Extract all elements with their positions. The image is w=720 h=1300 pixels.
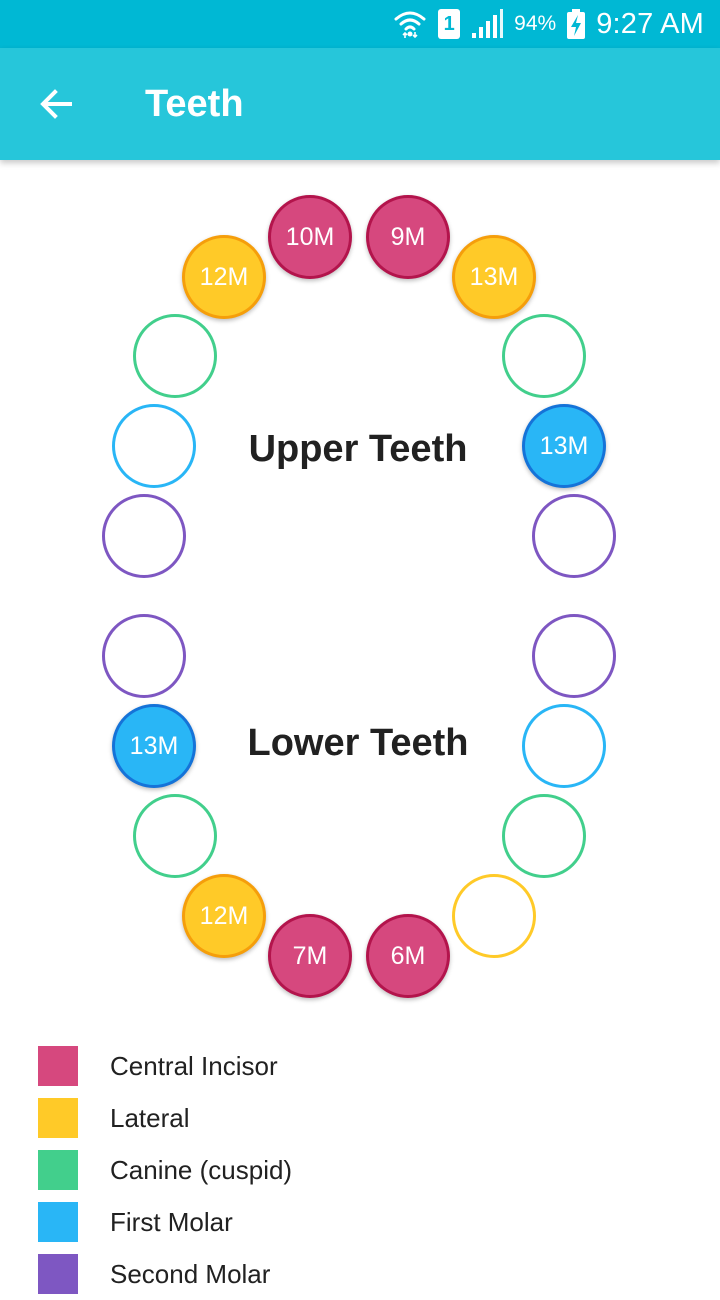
legend-swatch (38, 1150, 78, 1190)
tooth-lower-right-first-molar[interactable]: 13M (112, 704, 196, 788)
tooth-upper-left-lateral[interactable]: 13M (452, 235, 536, 319)
legend-swatch (38, 1202, 78, 1242)
legend-label: Canine (cuspid) (110, 1154, 293, 1185)
tooth-lower-right-second-molar[interactable] (102, 614, 186, 698)
page-title: Teeth (145, 83, 244, 125)
legend-item-second-molar: Second Molar (38, 1248, 292, 1300)
signal-icon (472, 9, 504, 38)
tooth-upper-left-first-molar[interactable]: 13M (522, 404, 606, 488)
tooth-lower-left-lateral[interactable] (452, 874, 536, 958)
tooth-upper-right-central-incisor[interactable]: 10M (268, 195, 352, 279)
legend: Central Incisor Lateral Canine (cuspid) … (38, 1040, 292, 1300)
back-button[interactable] (22, 70, 90, 138)
legend-label: Lateral (110, 1102, 190, 1133)
tooth-lower-left-central-incisor[interactable]: 6M (366, 914, 450, 998)
legend-swatch (38, 1046, 78, 1086)
battery-percent: 94% (514, 12, 557, 35)
tooth-lower-right-lateral[interactable]: 12M (182, 874, 266, 958)
arrow-back-icon (40, 89, 72, 119)
tooth-upper-right-second-molar[interactable] (102, 494, 186, 578)
lower-teeth-label: Lower Teeth (247, 722, 469, 764)
battery-charging-icon (567, 9, 586, 39)
sim-icon: 1 (438, 9, 461, 39)
legend-label: First Molar (110, 1206, 233, 1237)
tooth-lower-left-first-molar[interactable] (522, 704, 606, 788)
legend-swatch (38, 1254, 78, 1294)
legend-label: Second Molar (110, 1258, 271, 1289)
app-bar: Teeth (0, 48, 720, 160)
legend-item-first-molar: First Molar (38, 1196, 292, 1248)
legend-item-central-incisor: Central Incisor (38, 1040, 292, 1092)
tooth-upper-left-central-incisor[interactable]: 9M (366, 195, 450, 279)
tooth-lower-left-canine[interactable] (502, 794, 586, 878)
clock: 9:27 AM (596, 7, 704, 40)
legend-swatch (38, 1098, 78, 1138)
tooth-lower-right-central-incisor[interactable]: 7M (268, 914, 352, 998)
status-icons: 1 94% 9:27 AM (392, 0, 704, 48)
legend-item-canine: Canine (cuspid) (38, 1144, 292, 1196)
status-bar: 1 94% 9:27 AM (0, 0, 720, 48)
tooth-upper-left-second-molar[interactable] (532, 494, 616, 578)
legend-label: Central Incisor (110, 1050, 278, 1081)
legend-item-lateral: Lateral (38, 1092, 292, 1144)
upper-teeth-label: Upper Teeth (248, 428, 468, 470)
tooth-upper-right-first-molar[interactable] (112, 404, 196, 488)
wifi-icon (394, 11, 426, 39)
tooth-upper-right-lateral[interactable]: 12M (182, 235, 266, 319)
tooth-lower-left-second-molar[interactable] (532, 614, 616, 698)
tooth-upper-left-canine[interactable] (502, 314, 586, 398)
tooth-upper-right-canine[interactable] (133, 314, 217, 398)
tooth-lower-right-canine[interactable] (133, 794, 217, 878)
